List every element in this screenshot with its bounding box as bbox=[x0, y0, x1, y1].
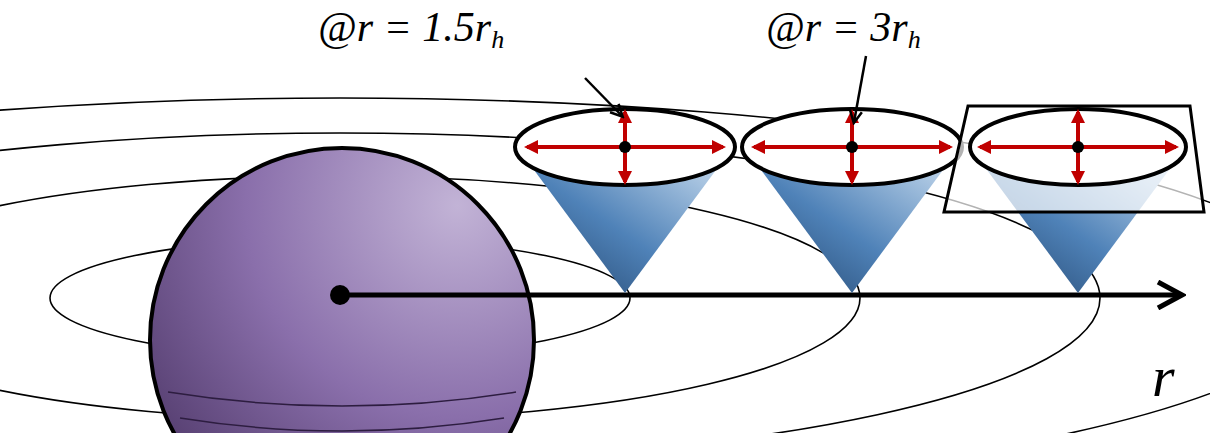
subscript: h bbox=[491, 25, 504, 54]
light-cone bbox=[742, 109, 962, 293]
position-label: @r = 3rh bbox=[766, 6, 921, 53]
position-label-text: @r = 3r bbox=[766, 4, 908, 50]
leader-arrow bbox=[854, 56, 866, 122]
light-cone-with-plane bbox=[944, 106, 1204, 293]
position-label: @r = 1.5rh bbox=[318, 6, 504, 53]
position-label-text: @r = 1.5r bbox=[318, 4, 491, 50]
sphere-bands bbox=[168, 392, 516, 431]
leader-arrow bbox=[585, 78, 622, 116]
center-dot bbox=[330, 285, 350, 305]
axis-label: r bbox=[1152, 348, 1175, 406]
radial-axis bbox=[340, 293, 1180, 298]
axis-label-text: r bbox=[1152, 344, 1175, 409]
light-cone bbox=[515, 109, 735, 293]
black-hole-sphere bbox=[150, 148, 534, 433]
subscript: h bbox=[908, 25, 921, 54]
